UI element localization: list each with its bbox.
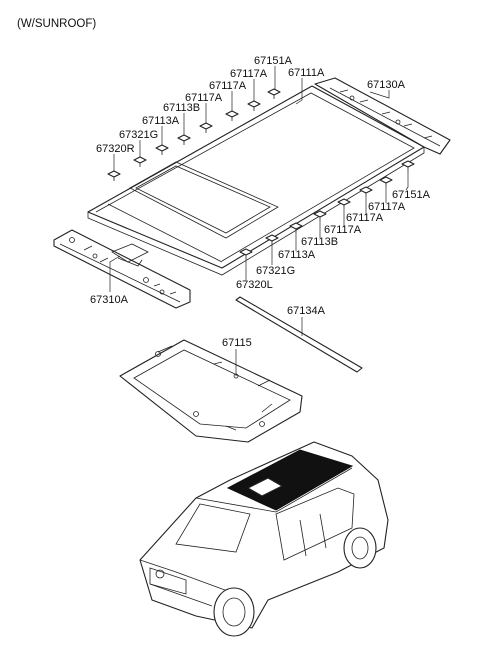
roof-panel (87, 85, 425, 276)
roof-clips-left (107, 88, 281, 181)
rear-roof-rail (314, 77, 451, 155)
front-header-rail (53, 229, 191, 309)
label-67117A-3: 67117A (185, 92, 223, 104)
vehicle-roof-glass (226, 449, 354, 511)
label-67111A: 67111A (288, 67, 325, 79)
vehicle-illustration (139, 441, 389, 637)
label-67134A: 67134A (287, 305, 326, 317)
label-67130A: 67130A (367, 79, 406, 91)
label-67117A-1: 67117A (230, 68, 268, 80)
label-67320R: 67320R (96, 143, 135, 155)
label-67151A-left: 67151A (254, 55, 293, 67)
label-67115: 67115 (222, 337, 252, 349)
label-67321G-left: 67321G (119, 129, 158, 141)
label-67151A-right: 67151A (392, 189, 431, 201)
diagram-title: (W/SUNROOF) (17, 18, 96, 30)
label-67113A-right: 67113A (278, 249, 316, 261)
label-67117A-2: 67117A (209, 80, 247, 92)
part-labels: 67151A 67117A 67111A 67117A 67117A 67113… (90, 55, 431, 349)
sunroof-deflector-strip (235, 296, 363, 373)
label-67113B-left: 67113B (163, 102, 200, 114)
label-67117A-5: 67117A (346, 212, 384, 224)
roof-clips-right (239, 160, 415, 259)
label-67113A-left: 67113A (142, 115, 180, 127)
roof-sunroof-opening (129, 161, 279, 239)
label-67117A-4: 67117A (368, 201, 406, 213)
label-67310A: 67310A (90, 294, 129, 306)
label-67321G-right: 67321G (256, 265, 295, 277)
label-67113B-right: 67113B (301, 236, 338, 248)
label-67320L: 67320L (236, 279, 273, 291)
leader-lines (109, 66, 409, 376)
sunroof-frame (119, 339, 303, 443)
label-67117A-6: 67117A (324, 224, 362, 236)
